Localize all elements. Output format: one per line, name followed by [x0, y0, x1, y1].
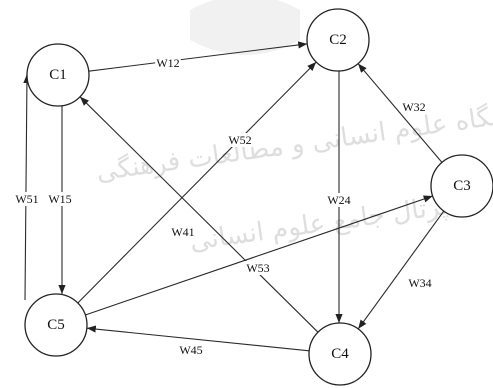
- node-label: C2: [329, 32, 347, 48]
- node-label: C5: [47, 317, 65, 333]
- edge-label: W32: [402, 100, 425, 114]
- node-c2: C2: [306, 8, 370, 72]
- node-c5: C5: [24, 293, 88, 357]
- edge-label-background: [14, 192, 40, 206]
- edge-label-background: [401, 100, 427, 114]
- edge-arrow: [85, 195, 433, 316]
- node-label: C3: [453, 178, 471, 194]
- edge-w45: W45: [86, 325, 310, 357]
- node-circle: [306, 8, 370, 72]
- edge-w32: W32: [357, 63, 443, 163]
- edge-label-background: [178, 343, 204, 357]
- node-label: C1: [49, 67, 67, 83]
- edge-label: W24: [327, 193, 350, 207]
- edge-label: W53: [246, 261, 269, 275]
- edge-label: W34: [408, 276, 431, 290]
- edge-arrow: [23, 73, 31, 301]
- edge-arrow: [77, 61, 317, 304]
- edge-arrow: [357, 210, 445, 330]
- node-circle: [24, 293, 88, 357]
- watermark-text-line2: پرتال جامع علوم انسانی: [188, 191, 450, 257]
- edge-label-background: [170, 225, 196, 239]
- edge-arrow: [86, 325, 310, 352]
- edge-label-background: [155, 56, 181, 70]
- edge-arrow: [79, 96, 319, 333]
- edge-w52: W52: [77, 61, 317, 304]
- edge-label: W45: [179, 343, 202, 357]
- edge-arrow: [88, 41, 308, 72]
- edge-w34: W34: [357, 210, 445, 330]
- edge-w12: W12: [88, 41, 308, 72]
- edge-label-background: [245, 261, 271, 275]
- edge-w15: W15: [47, 106, 73, 294]
- edge-label: W12: [156, 56, 179, 70]
- edge-label: W51: [15, 192, 38, 206]
- edge-w41: W41: [79, 96, 319, 333]
- edge-label-background: [47, 192, 73, 206]
- edge-label: W41: [171, 225, 194, 239]
- edge-label: W15: [48, 192, 71, 206]
- edge-w24: W24: [326, 71, 352, 323]
- node-c4: C4: [308, 322, 372, 386]
- node-circle: [430, 154, 493, 218]
- node-label: C4: [331, 346, 349, 362]
- watermark-logo: [190, 0, 300, 55]
- edge-label: W52: [228, 133, 251, 147]
- edge-label-background: [326, 193, 352, 207]
- edge-w53: W53: [85, 195, 433, 316]
- edge-label-background: [407, 276, 433, 290]
- node-c1: C1: [26, 43, 90, 107]
- node-c3: C3: [430, 154, 493, 218]
- edge-arrow: [357, 63, 443, 163]
- node-circle: [26, 43, 90, 107]
- edge-label-background: [227, 133, 253, 147]
- node-circle: [308, 322, 372, 386]
- edge-w51: W51: [14, 73, 40, 301]
